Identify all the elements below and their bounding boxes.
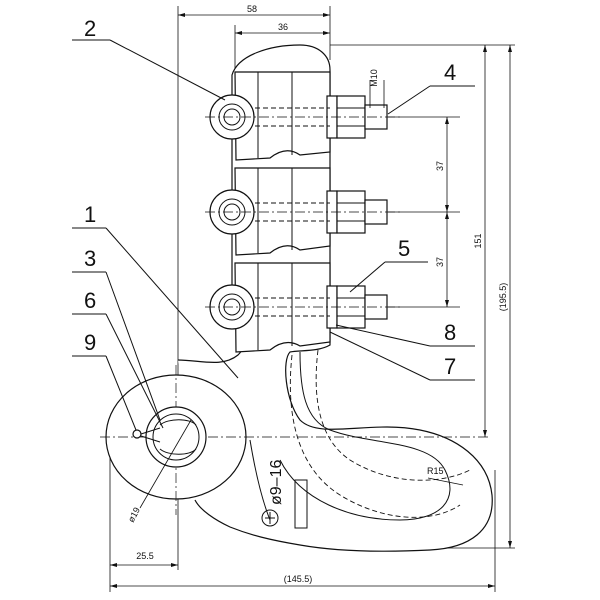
- logo-icon: [261, 509, 279, 527]
- dim-37-b: 37: [435, 257, 445, 267]
- clamp-unit-3: [209, 262, 388, 353]
- m10-label: M10: [369, 69, 385, 108]
- dim-r15: R15: [427, 466, 444, 476]
- clamp-unit-1: [209, 71, 388, 161]
- callouts: 2 4 1 3 6 9 5 8 7: [72, 16, 475, 431]
- clamp-unit-2: [209, 167, 388, 256]
- dim-151: 151: [473, 233, 483, 248]
- callout-8: 8: [444, 320, 456, 345]
- dim-25-5: 25.5: [136, 551, 154, 561]
- callout-2: 2: [84, 16, 96, 41]
- dim-37-a: 37: [435, 161, 445, 171]
- embossed-marking: ø9–16: [261, 460, 308, 529]
- dim-hole: ø19: [126, 506, 142, 524]
- dim-58: 58: [247, 4, 257, 14]
- callout-6: 6: [84, 288, 96, 313]
- dim-145-5: (145.5): [284, 574, 313, 584]
- dim-195-5: (195.5): [498, 283, 508, 312]
- callout-3: 3: [84, 246, 96, 271]
- bottom-dimensions: (145.5) 25.5: [109, 440, 496, 592]
- callout-4: 4: [444, 60, 456, 85]
- dim-m10: M10: [369, 69, 379, 87]
- callout-9: 9: [84, 330, 96, 355]
- size-range-marking: ø9–16: [268, 460, 285, 505]
- callout-5: 5: [398, 236, 410, 261]
- callout-7: 7: [444, 354, 456, 379]
- dim-36: 36: [278, 22, 288, 32]
- callout-1: 1: [84, 202, 96, 227]
